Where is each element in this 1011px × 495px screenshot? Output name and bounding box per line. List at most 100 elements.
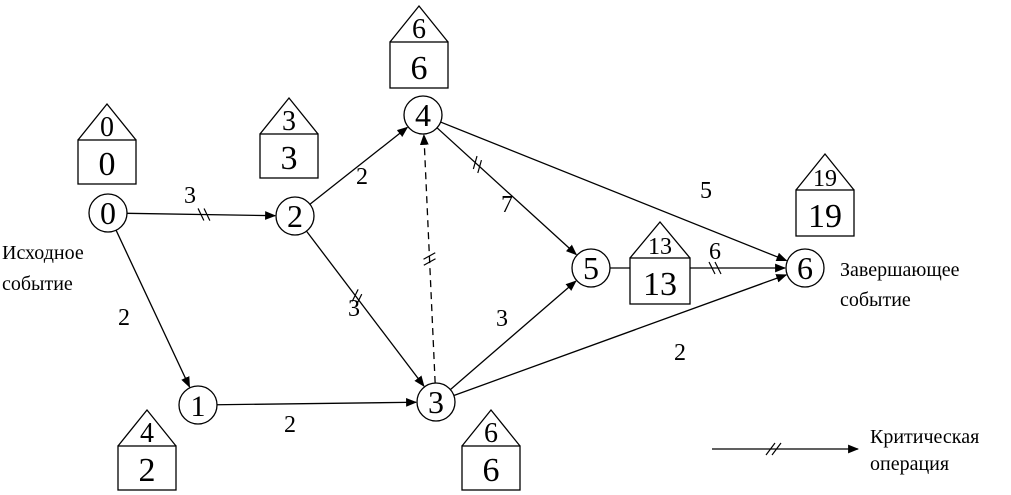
edge-line — [419, 133, 436, 384]
edge-weight-label: 3 — [496, 306, 508, 332]
time-box-3: 66 — [461, 408, 521, 491]
critical-tick — [203, 208, 211, 221]
legend-label-line2: операция — [870, 453, 949, 475]
event-number: 1 — [191, 390, 206, 423]
late-time-box — [77, 139, 137, 185]
early-time-roof — [77, 102, 137, 141]
event-circle — [416, 382, 456, 422]
late-time-value: 6 — [411, 50, 428, 87]
early-time-value: 19 — [813, 166, 837, 192]
early-time-roof — [389, 4, 449, 43]
late-time-box — [259, 133, 319, 179]
edge-weight-label: 2 — [356, 164, 368, 190]
edge-weight-label: 6 — [709, 239, 721, 265]
edge-line — [216, 397, 418, 407]
critical-tick — [708, 261, 716, 275]
legend-label-line1: Критическая — [870, 426, 979, 448]
edge-line — [305, 230, 425, 387]
early-time-roof — [629, 220, 691, 259]
event-node-4: 4 — [403, 95, 443, 135]
event-circle — [403, 95, 443, 135]
edge-0-1: 2 — [115, 229, 191, 388]
early-time-roof — [259, 96, 319, 135]
edge-line — [449, 280, 577, 391]
edge-4-6: 5 — [440, 121, 788, 262]
critical-tick — [714, 261, 722, 275]
legend-critical-ticks — [765, 442, 782, 456]
early-time-value: 0 — [100, 112, 114, 143]
edge-weight-label: 3 — [184, 183, 196, 209]
early-time-value: 3 — [282, 106, 296, 137]
edge-weight-label: 5 — [700, 178, 712, 204]
event-number: 2 — [287, 198, 303, 234]
edge-weight-label: 3 — [348, 296, 360, 322]
event-number: 4 — [415, 97, 431, 133]
event-node-1: 1 — [178, 385, 218, 425]
critical-tick — [477, 159, 483, 174]
late-time-box — [629, 257, 691, 305]
late-time-value: 19 — [808, 198, 842, 235]
edge-3-6: 2 — [453, 274, 788, 397]
early-time-value: 6 — [412, 14, 426, 45]
edge-weight-label: 2 — [284, 412, 296, 438]
event-node-3: 3 — [416, 382, 456, 422]
time-box-0: 00 — [77, 102, 137, 185]
time-box-4: 66 — [389, 4, 449, 89]
event-node-5: 5 — [571, 248, 611, 288]
early-time-value: 6 — [484, 418, 498, 449]
edge-line — [440, 121, 788, 262]
early-time-roof — [117, 408, 177, 447]
events: 0 1 2 3 4 5 6 — [88, 95, 825, 425]
critical-tick — [472, 155, 478, 170]
edge-line — [436, 127, 578, 256]
edge-2-4: 2 — [309, 126, 409, 205]
edges: 3 2 2 2 3 7 5 3 2 6 — [115, 121, 788, 438]
edge-1-3: 2 — [216, 397, 418, 438]
critical-tick — [423, 252, 436, 260]
late-time-value: 0 — [99, 146, 116, 183]
event-node-2: 2 — [275, 196, 315, 236]
event-circle — [571, 248, 611, 288]
event-circle — [88, 193, 128, 233]
late-time-value: 3 — [281, 140, 298, 177]
event-node-0: 0 — [88, 193, 128, 233]
event-circle — [178, 385, 218, 425]
critical-tick — [351, 289, 359, 302]
late-time-box — [461, 445, 521, 491]
late-time-value: 2 — [139, 452, 156, 489]
edge-3-5: 3 — [449, 280, 577, 391]
event-circle — [785, 248, 825, 288]
critical-tick — [197, 208, 205, 221]
late-time-value: 13 — [643, 266, 677, 303]
event-number: 0 — [100, 195, 116, 231]
edge-weight-label: 7 — [501, 192, 513, 218]
early-time-roof — [461, 408, 521, 447]
edge-weight-label: 2 — [118, 305, 130, 331]
legend: Критическая операция — [712, 426, 979, 475]
edge-weight-label: 2 — [674, 340, 686, 366]
late-time-box — [389, 41, 449, 89]
critical-tick — [355, 293, 363, 307]
event-node-6: 6 — [785, 248, 825, 288]
early-time-value: 13 — [648, 234, 672, 260]
edge-2-3: 3 — [305, 230, 425, 387]
event-number: 5 — [583, 250, 599, 286]
end-event-label-line1: Завершающее — [840, 259, 960, 281]
late-time-value: 6 — [483, 452, 500, 489]
late-time-box — [117, 445, 177, 491]
edge-4-5: 7 — [436, 127, 578, 256]
early-time-value: 4 — [140, 418, 154, 449]
start-event-label-line2: событие — [2, 273, 73, 295]
time-box-2: 33 — [259, 96, 319, 179]
edge-3-4 — [419, 133, 436, 384]
event-circle — [275, 196, 315, 236]
edge-line — [453, 274, 788, 397]
start-event-label-line1: Исходное — [2, 242, 84, 264]
end-event-label-line2: событие — [840, 289, 911, 311]
time-box-1: 42 — [117, 408, 177, 491]
critical-tick — [423, 258, 436, 266]
